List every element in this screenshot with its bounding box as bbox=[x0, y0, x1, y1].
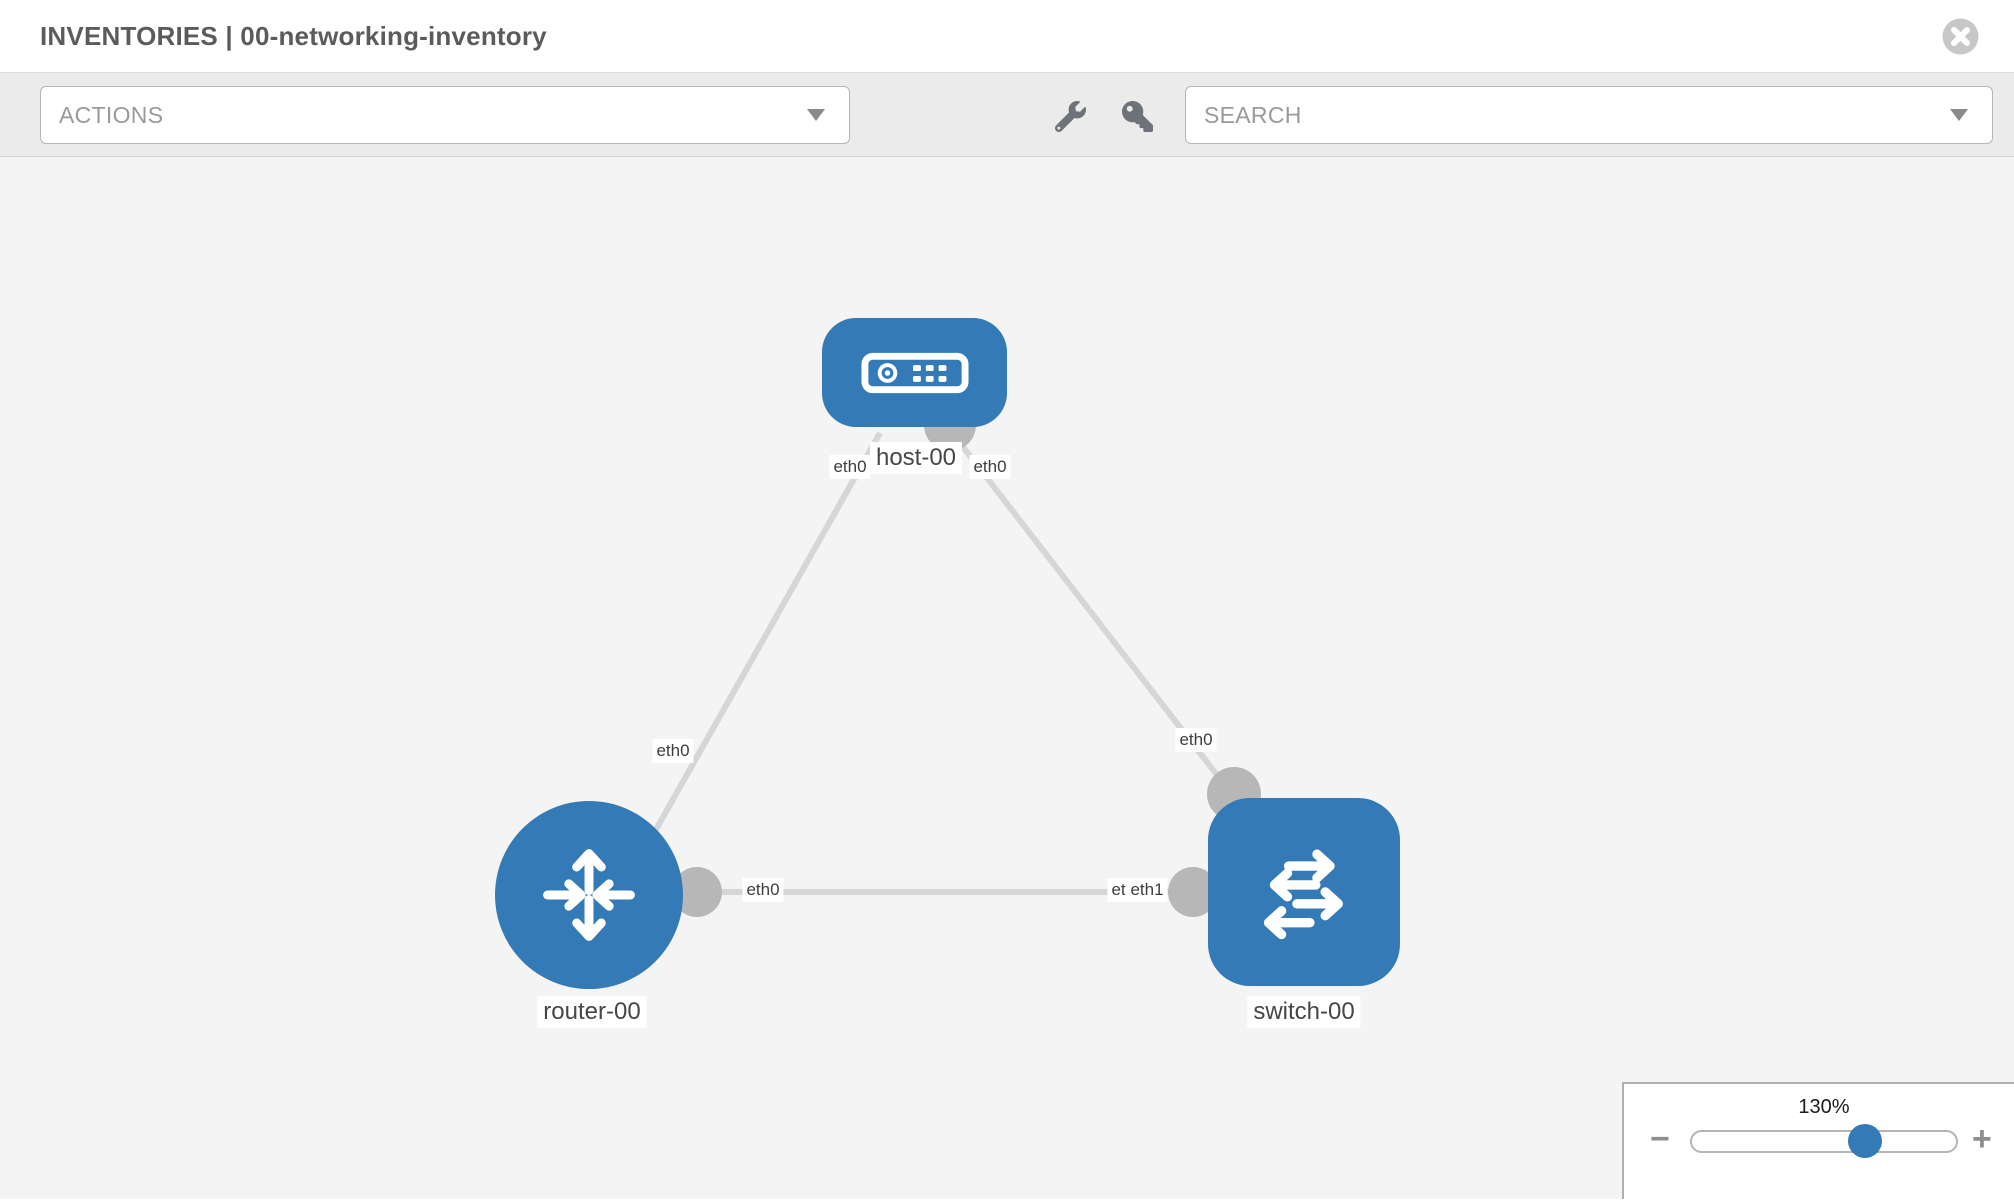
page-title: INVENTORIES | 00-networking-inventory bbox=[40, 21, 547, 51]
iface-label-router-eth0-top: eth0 bbox=[652, 739, 694, 763]
chevron-down-icon bbox=[807, 109, 825, 121]
actions-dropdown-label: ACTIONS bbox=[59, 101, 164, 128]
actions-dropdown[interactable]: ACTIONS bbox=[40, 86, 850, 144]
node-switch-00[interactable] bbox=[1208, 798, 1400, 986]
iface-label-host-eth0-right: eth0 bbox=[969, 455, 1011, 479]
header: INVENTORIES | 00-networking-inventory bbox=[0, 0, 2014, 73]
interface-connector-router bbox=[672, 867, 722, 917]
chevron-down-icon bbox=[1950, 109, 1968, 121]
switch-icon bbox=[1263, 849, 1343, 940]
close-icon bbox=[1942, 18, 1979, 55]
tools-button[interactable] bbox=[1053, 99, 1087, 133]
search-dropdown[interactable]: SEARCH bbox=[1185, 86, 1993, 144]
host-icon bbox=[860, 352, 969, 393]
topology-canvas[interactable]: host-00 router-00 switch-00 eth0 eth0 et… bbox=[0, 157, 2014, 1199]
key-icon bbox=[1121, 100, 1153, 132]
node-label-switch-00: switch-00 bbox=[1247, 996, 1361, 1028]
toolbar: ACTIONS SEARCH bbox=[0, 73, 2014, 157]
node-label-router-00: router-00 bbox=[537, 996, 647, 1028]
iface-label-router-eth0-right: eth0 bbox=[742, 878, 784, 902]
zoom-level-value: 130% bbox=[1798, 1096, 1850, 1118]
credentials-button[interactable] bbox=[1120, 99, 1154, 133]
iface-label-switch-eth1: eth1 bbox=[1126, 878, 1168, 902]
zoom-out-button[interactable]: − bbox=[1650, 1120, 1670, 1158]
zoom-slider-handle[interactable] bbox=[1848, 1124, 1882, 1158]
zoom-slider-track[interactable] bbox=[1690, 1124, 1958, 1158]
link-host-router bbox=[612, 431, 883, 904]
close-button[interactable] bbox=[1942, 18, 1979, 55]
router-icon bbox=[543, 849, 635, 941]
node-label-host-00: host-00 bbox=[869, 442, 963, 474]
interface-connector-switch-left bbox=[1168, 867, 1218, 917]
search-dropdown-label: SEARCH bbox=[1204, 101, 1302, 128]
zoom-panel: 130% − + bbox=[1622, 1082, 2014, 1199]
iface-label-switch-eth0-top: eth0 bbox=[1175, 728, 1217, 752]
links-layer bbox=[612, 399, 1261, 917]
node-router-00[interactable] bbox=[495, 801, 683, 989]
iface-label-host-eth0-left: eth0 bbox=[829, 455, 871, 479]
node-host-00[interactable] bbox=[822, 318, 1007, 427]
wrench-icon bbox=[1054, 100, 1086, 132]
zoom-in-button[interactable]: + bbox=[1972, 1120, 1992, 1158]
